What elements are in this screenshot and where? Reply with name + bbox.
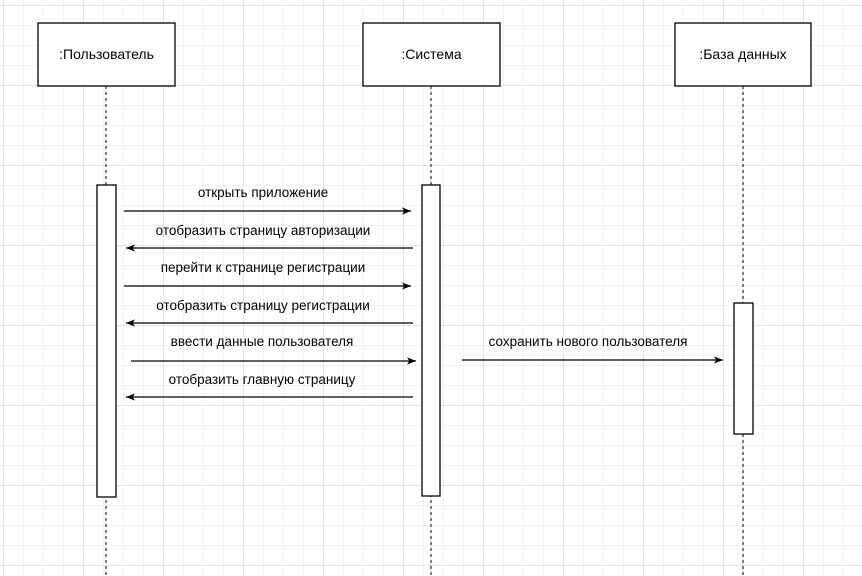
lifeline-db[interactable]: :База данных [674,22,812,87]
lifeline-db-label: :База данных [699,46,786,62]
message-5-label: ввести данные пользователя [171,334,354,349]
activation-bar-db[interactable] [733,302,754,435]
lifeline-user-label: :Пользователь [59,46,154,62]
message-7[interactable]: отобразить главную страницу [126,372,413,401]
message-3-label: перейти к странице регистрации [161,260,366,275]
activation-bar-user[interactable] [96,184,117,498]
message-1-label: открыть приложение [198,185,328,200]
lifeline-db-box[interactable] [674,22,812,87]
message-6-label: сохранить нового пользователя [489,334,688,349]
message-7-label: отобразить главную страницу [169,372,356,387]
message-5[interactable]: ввести данные пользователя [131,334,416,365]
lifeline-user[interactable]: :Пользователь [37,22,176,87]
message-2-label: отобразить страницу авторизации [156,223,371,238]
message-4[interactable]: отобразить страницу регистрации [126,298,413,327]
message-2[interactable]: отобразить страницу авторизации [126,223,413,252]
lifeline-system-label: :Система [401,46,461,62]
activation-bar-system[interactable] [421,184,441,497]
lifeline-system[interactable]: :Система [362,22,501,87]
message-4-label: отобразить страницу регистрации [156,298,369,313]
message-1[interactable]: открыть приложение [124,185,411,215]
message-3[interactable]: перейти к странице регистрации [124,260,411,290]
lifeline-user-box[interactable] [37,22,176,87]
message-6[interactable]: сохранить нового пользователя [462,334,723,364]
lifeline-system-box[interactable] [362,22,501,87]
